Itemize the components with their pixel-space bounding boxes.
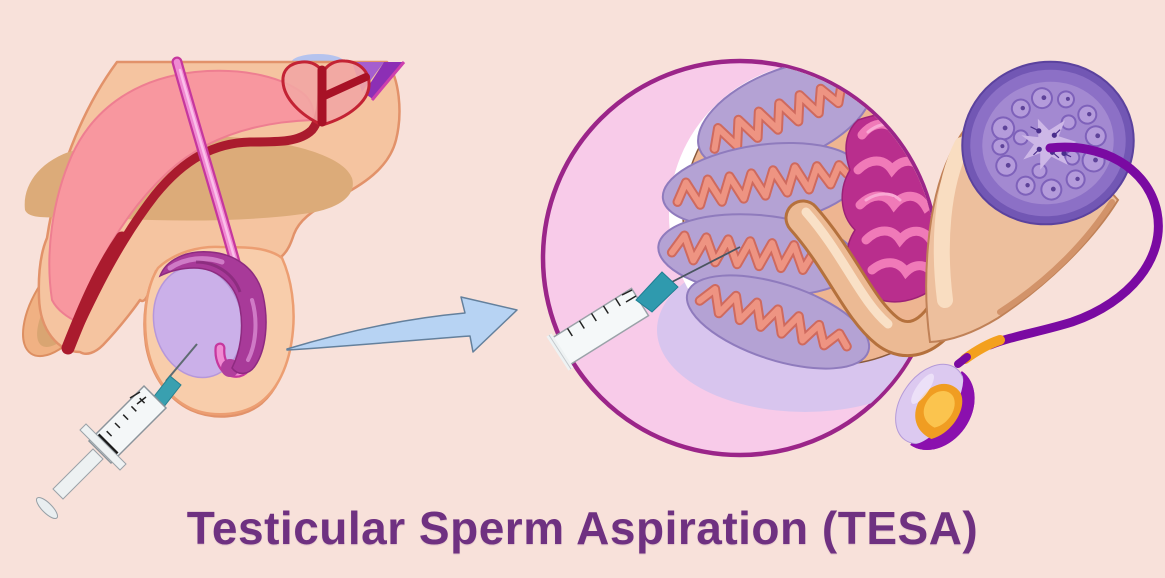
rete-testis [841, 112, 936, 303]
needle [667, 246, 741, 285]
epididymis [158, 251, 267, 377]
needle-hub [635, 271, 679, 313]
flange [79, 423, 127, 471]
sperm-cell [895, 363, 975, 450]
urethra [61, 80, 327, 355]
plunger-rod [52, 448, 104, 500]
arrow-icon [286, 296, 518, 353]
sperm-tail [985, 142, 1163, 350]
syringe-icon [35, 343, 198, 520]
barrel [87, 384, 168, 465]
magnifier-syringe-icon [546, 246, 741, 371]
page-title: Testicular Sperm Aspiration (TESA) [186, 502, 979, 554]
sperm-neck [954, 353, 971, 368]
bladder-duct-branch [318, 73, 370, 101]
sperm-release-detail [895, 60, 1163, 450]
male-pelvis-cross-section [22, 54, 406, 520]
plunger-end [35, 496, 59, 520]
needle [165, 343, 198, 382]
bladder [281, 59, 371, 127]
